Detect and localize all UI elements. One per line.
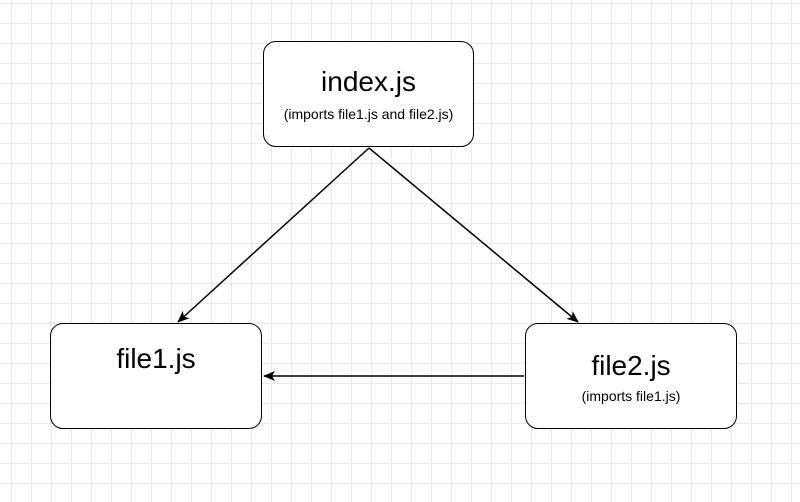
edge-index-to-file2 [368,147,579,323]
node-file1-js[interactable]: file1.js [50,323,262,429]
node-file1-title: file1.js [116,343,196,374]
edge-index-to-file1 [177,147,370,323]
node-file2-js[interactable]: file2.js (imports file1.js) [525,323,737,429]
node-index-js[interactable]: index.js (imports file1.js and file2.js) [263,41,474,147]
node-index-title: index.js [321,66,416,97]
node-file2-subtitle: (imports file1.js) [581,388,681,404]
node-file2-title: file2.js [591,350,671,381]
node-index-subtitle: (imports file1.js and file2.js) [283,106,454,122]
